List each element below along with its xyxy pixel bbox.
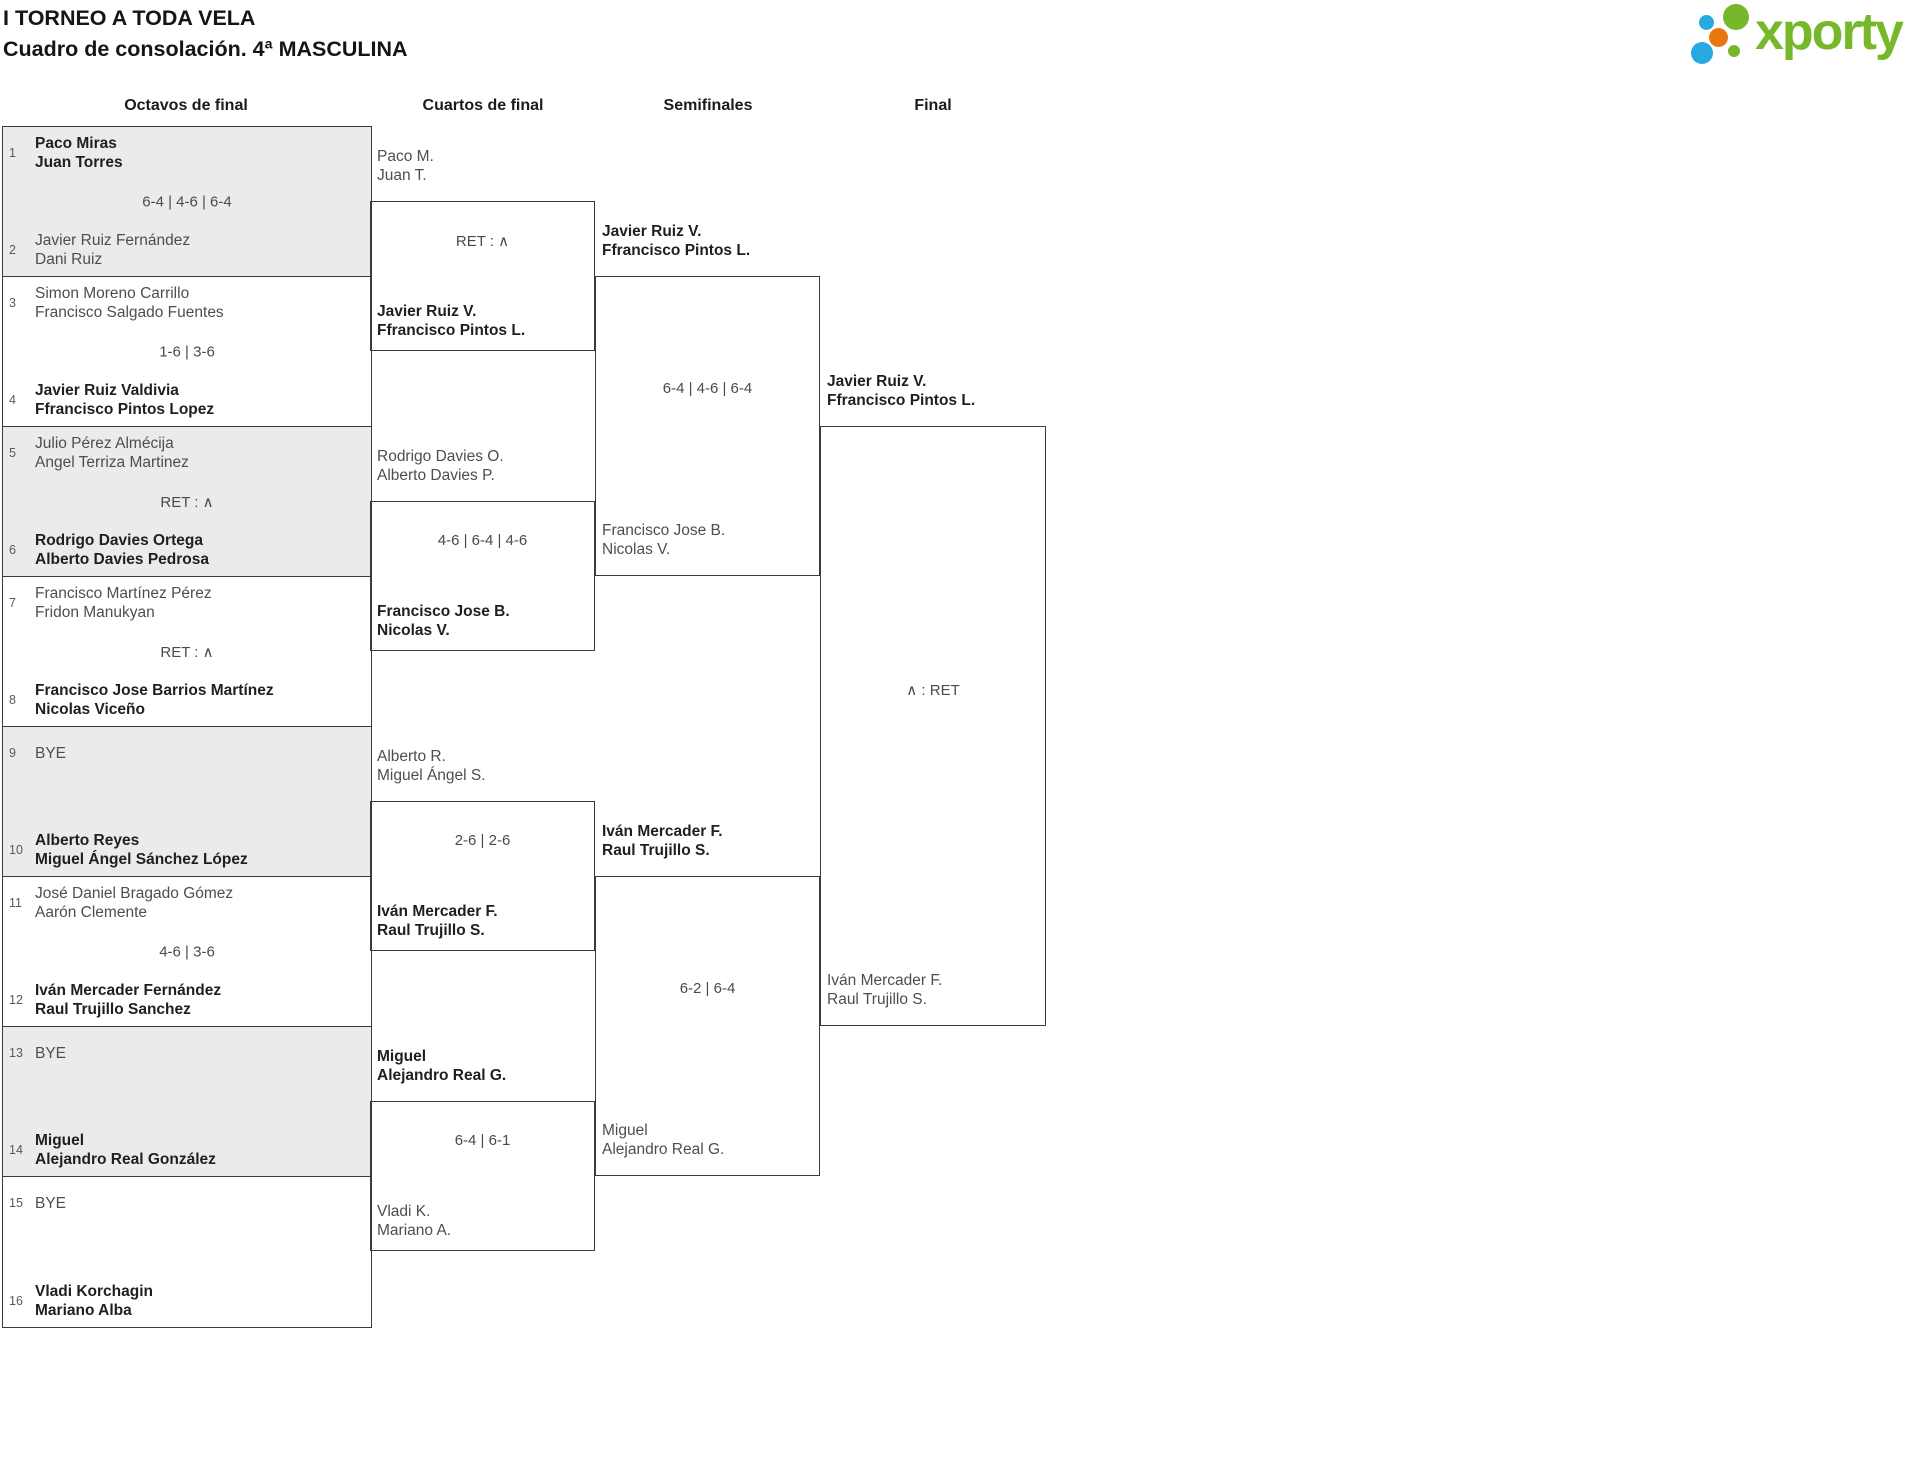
octavos-match-6: 11 José Daniel Bragado Gómez Aarón Clemen… — [3, 877, 371, 1027]
round-header-semifinales: Semifinales — [663, 97, 753, 114]
team-name: BYE — [35, 744, 67, 762]
match-score: 1-6 | 3-6 — [159, 343, 215, 360]
logo-wordmark: xporty — [1755, 3, 1904, 61]
octavos-match-7: 13 BYE 14 Miguel Alejandro Real González — [3, 1027, 371, 1177]
team-name: BYE — [35, 1044, 67, 1062]
seed-number: 13 — [9, 1046, 23, 1060]
round-header-cuartos: Cuartos de final — [422, 97, 544, 114]
match-score: 2-6 | 2-6 — [454, 832, 511, 849]
page-title: I TORNEO A TODA VELA — [3, 6, 256, 30]
team-name: Simon Moreno Carrillo Francisco Salgado … — [35, 285, 224, 321]
seed-number: 2 — [9, 243, 16, 257]
team-name: Vladi Korchagin Mariano Alba — [35, 1283, 153, 1319]
xporty-logo[interactable]: xporty — [1686, 2, 1918, 74]
match-score: RET : ∧ — [455, 233, 510, 250]
octavos-match-2: 3 Simon Moreno Carrillo Francisco Salgado… — [3, 277, 371, 427]
match-score: 4-6 | 3-6 — [159, 943, 215, 960]
seed-number: 14 — [9, 1143, 23, 1157]
team-label: Paco M. Juan T. — [377, 148, 434, 184]
octavos-match-5: 9 BYE 10 Alberto Reyes Miguel Ángel Sánche… — [3, 727, 371, 877]
team-name: Javier Ruiz Valdivia Ffrancisco Pintos L… — [35, 382, 215, 418]
team-label: Vladi K. Mariano A. — [377, 1203, 452, 1239]
semifinal-match-box-2 — [595, 876, 820, 1176]
cuartos-match-box-2 — [370, 501, 595, 651]
team-label: Miguel Alejandro Real G. — [377, 1048, 507, 1084]
match-score: 6-2 | 6-4 — [679, 980, 736, 997]
seed-number: 4 — [9, 393, 16, 407]
round-header-octavos: Octavos de final — [124, 97, 248, 114]
match-score: ∧ : RET — [906, 682, 960, 699]
team-name: Alberto Reyes Miguel Ángel Sánchez López — [35, 832, 248, 868]
team-label: Iván Mercader F. Raul Trujillo S. — [827, 972, 943, 1008]
logo-dot-green-small — [1728, 45, 1740, 57]
round-header-final: Final — [914, 97, 952, 114]
seed-number: 12 — [9, 993, 23, 1007]
semifinal-match-box-1 — [595, 276, 820, 576]
cuartos-match-box-4 — [370, 1101, 595, 1251]
team-name: Miguel Alejandro Real González — [35, 1132, 216, 1168]
team-label: Francisco Jose B. Nicolas V. — [602, 522, 726, 558]
team-name: Javier Ruiz Fernández Dani Ruiz — [35, 232, 191, 268]
seed-number: 1 — [9, 146, 16, 160]
team-label: Javier Ruiz V. Ffrancisco Pintos L. — [827, 373, 976, 409]
seed-number: 3 — [9, 296, 16, 310]
match-score: 6-4 | 6-1 — [454, 1132, 511, 1149]
seed-number: 9 — [9, 746, 16, 760]
team-label: Francisco Jose B. Nicolas V. — [377, 603, 510, 639]
match-score: RET : ∧ — [160, 643, 214, 661]
team-label: Miguel Alejandro Real G. — [602, 1122, 725, 1158]
octavos-match-8: 15 BYE 16 Vladi Korchagin Mariano Alba — [3, 1177, 371, 1327]
page-subtitle: Cuadro de consolación. 4ª MASCULINA — [3, 37, 408, 61]
team-name: Iván Mercader Fernández Raul Trujillo Sa… — [35, 982, 222, 1018]
logo-dot-orange — [1709, 28, 1728, 47]
seed-number: 10 — [9, 843, 23, 857]
match-score: 6-4 | 4-6 | 6-4 — [662, 380, 753, 397]
team-name: José Daniel Bragado Gómez Aarón Clemente — [35, 885, 234, 921]
match-score: 4-6 | 6-4 | 4-6 — [437, 532, 528, 549]
seed-number: 8 — [9, 693, 16, 707]
team-label: Rodrigo Davies O. Alberto Davies P. — [377, 448, 504, 484]
cuartos-match-box-1 — [370, 201, 595, 351]
cuartos-match-box-3 — [370, 801, 595, 951]
seed-number: 11 — [9, 896, 22, 910]
team-name: Francisco Jose Barrios Martínez Nicolas … — [35, 682, 274, 718]
team-label: Javier Ruiz V. Ffrancisco Pintos L. — [377, 303, 526, 339]
team-name: Francisco Martínez Pérez Fridon Manukyan — [35, 585, 212, 621]
match-score: RET : ∧ — [160, 493, 214, 511]
seed-number: 5 — [9, 446, 16, 460]
logo-dot-blue-small — [1699, 15, 1714, 30]
logo-dot-green-large — [1723, 4, 1749, 30]
octavos-match-4: 7 Francisco Martínez Pérez Fridon Manukya… — [3, 577, 371, 727]
team-name: Paco Miras Juan Torres — [35, 135, 123, 171]
seed-number: 6 — [9, 543, 16, 557]
team-label: Alberto R. Miguel Ángel S. — [377, 748, 486, 784]
logo-dot-blue-large — [1691, 42, 1713, 64]
octavos-match-3: 5 Julio Pérez Almécija Angel Terriza Mart… — [3, 427, 371, 577]
team-name: Rodrigo Davies Ortega Alberto Davies Ped… — [35, 532, 210, 568]
final-match-box — [820, 426, 1046, 1026]
team-label: Iván Mercader F. Raul Trujillo S. — [602, 823, 723, 859]
seed-number: 7 — [9, 596, 16, 610]
match-score: 6-4 | 4-6 | 6-4 — [142, 193, 232, 210]
seed-number: 16 — [9, 1294, 23, 1308]
team-label: Javier Ruiz V. Ffrancisco Pintos L. — [602, 223, 751, 259]
team-name: Julio Pérez Almécija Angel Terriza Marti… — [35, 435, 189, 471]
team-label: Iván Mercader F. Raul Trujillo S. — [377, 903, 498, 939]
seed-number: 15 — [9, 1196, 23, 1210]
team-name: BYE — [35, 1194, 67, 1212]
